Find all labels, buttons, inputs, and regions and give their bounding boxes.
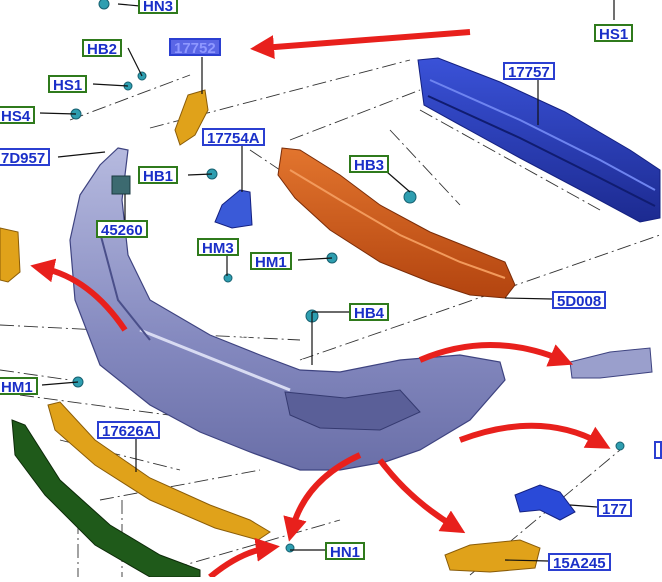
bracket-17754a bbox=[214, 189, 253, 229]
label-7d957[interactable]: 7D957 bbox=[0, 148, 51, 167]
label-hn3[interactable]: HN3 bbox=[138, 0, 179, 15]
red-arrows bbox=[30, 29, 611, 580]
sensor-45260 bbox=[111, 175, 131, 195]
reinforcement-beam bbox=[417, 57, 661, 223]
label-17754a[interactable]: 17754A bbox=[202, 128, 265, 147]
label-hs1-left[interactable]: HS1 bbox=[48, 75, 88, 94]
label-partial-right[interactable] bbox=[654, 441, 662, 459]
label-45260[interactable]: 45260 bbox=[96, 220, 148, 239]
label-hm3[interactable]: HM3 bbox=[197, 238, 239, 257]
fog-lamp-bezel bbox=[444, 539, 541, 573]
label-hs1-top[interactable]: HS1 bbox=[594, 24, 634, 43]
label-hm1-left[interactable]: HM1 bbox=[0, 377, 38, 396]
label-177[interactable]: 177 bbox=[597, 499, 633, 518]
label-hb3[interactable]: HB3 bbox=[349, 155, 390, 174]
bracket-177 bbox=[514, 484, 576, 521]
trim-strip bbox=[47, 401, 271, 541]
label-hb4[interactable]: HB4 bbox=[349, 303, 390, 322]
label-5d008[interactable]: 5D008 bbox=[552, 291, 607, 310]
lower-deflector bbox=[11, 419, 201, 578]
side-trim-left bbox=[0, 227, 21, 283]
label-hs4[interactable]: HS4 bbox=[0, 106, 36, 125]
label-17757[interactable]: 17757 bbox=[503, 62, 555, 81]
label-hb2[interactable]: HB2 bbox=[82, 39, 123, 58]
label-15a245[interactable]: 15A245 bbox=[548, 553, 611, 572]
label-hm1-mid[interactable]: HM1 bbox=[250, 252, 292, 271]
side-trim-right bbox=[569, 347, 653, 379]
label-17626a[interactable]: 17626A bbox=[97, 421, 160, 440]
energy-absorber bbox=[277, 147, 516, 299]
bumper-cover bbox=[69, 147, 506, 471]
label-hn1[interactable]: HN1 bbox=[325, 542, 366, 561]
fasteners bbox=[70, 0, 625, 553]
bracket-17752 bbox=[174, 89, 209, 146]
leader-lines bbox=[39, 0, 615, 562]
label-hb1[interactable]: HB1 bbox=[138, 166, 179, 185]
label-17752[interactable]: 17752 bbox=[169, 38, 221, 57]
